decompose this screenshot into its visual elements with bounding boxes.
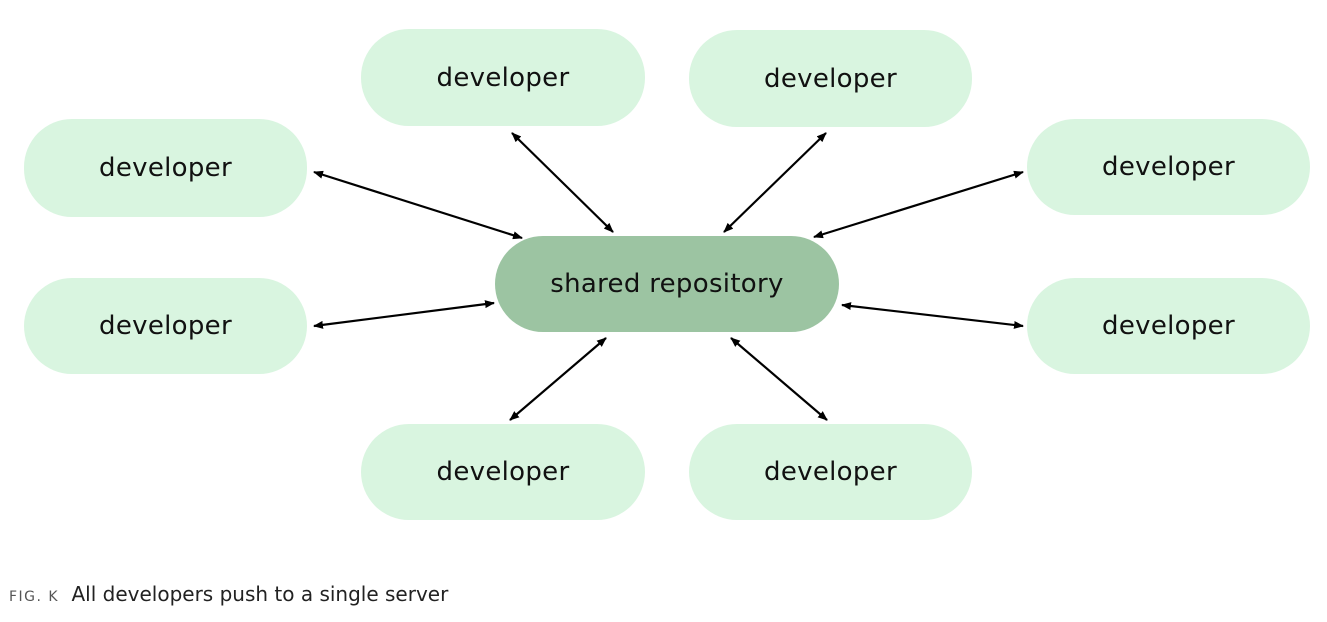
hub-label: shared repository: [550, 269, 784, 299]
developer-label: developer: [764, 457, 897, 487]
arrow-lower-left: [313, 300, 495, 329]
developer-label: developer: [436, 457, 570, 487]
developer-node-upper-right: developer: [1027, 119, 1310, 215]
hub-node-shared-repository: shared repository: [495, 236, 839, 332]
developer-label: developer: [1102, 152, 1235, 182]
figure-number: FIG. K: [9, 589, 60, 605]
arrow-bottom-left: [509, 337, 607, 421]
developer-node-lower-left: developer: [24, 278, 307, 374]
developer-label: developer: [99, 153, 232, 183]
developer-label: developer: [436, 62, 570, 93]
developer-label: developer: [99, 311, 232, 341]
arrow-top-right: [723, 132, 827, 233]
developer-node-top-right: developer: [689, 30, 972, 127]
developer-node-top-left: developer: [361, 29, 645, 126]
developer-node-upper-left: developer: [24, 119, 307, 217]
arrow-bottom-right: [730, 337, 828, 421]
developer-label: developer: [764, 63, 897, 94]
developer-node-bottom-left: developer: [361, 424, 645, 520]
caption-text: All developers push to a single server: [71, 582, 449, 606]
figure-caption: FIG. K All developers push to a single s…: [9, 582, 448, 606]
arrow-top-left: [511, 132, 614, 233]
developer-node-bottom-right: developer: [689, 424, 972, 520]
arrow-upper-right: [813, 170, 1024, 239]
arrow-upper-left: [313, 170, 523, 240]
arrow-lower-right: [841, 302, 1024, 329]
developer-node-lower-right: developer: [1027, 278, 1310, 374]
developer-label: developer: [1102, 311, 1235, 341]
